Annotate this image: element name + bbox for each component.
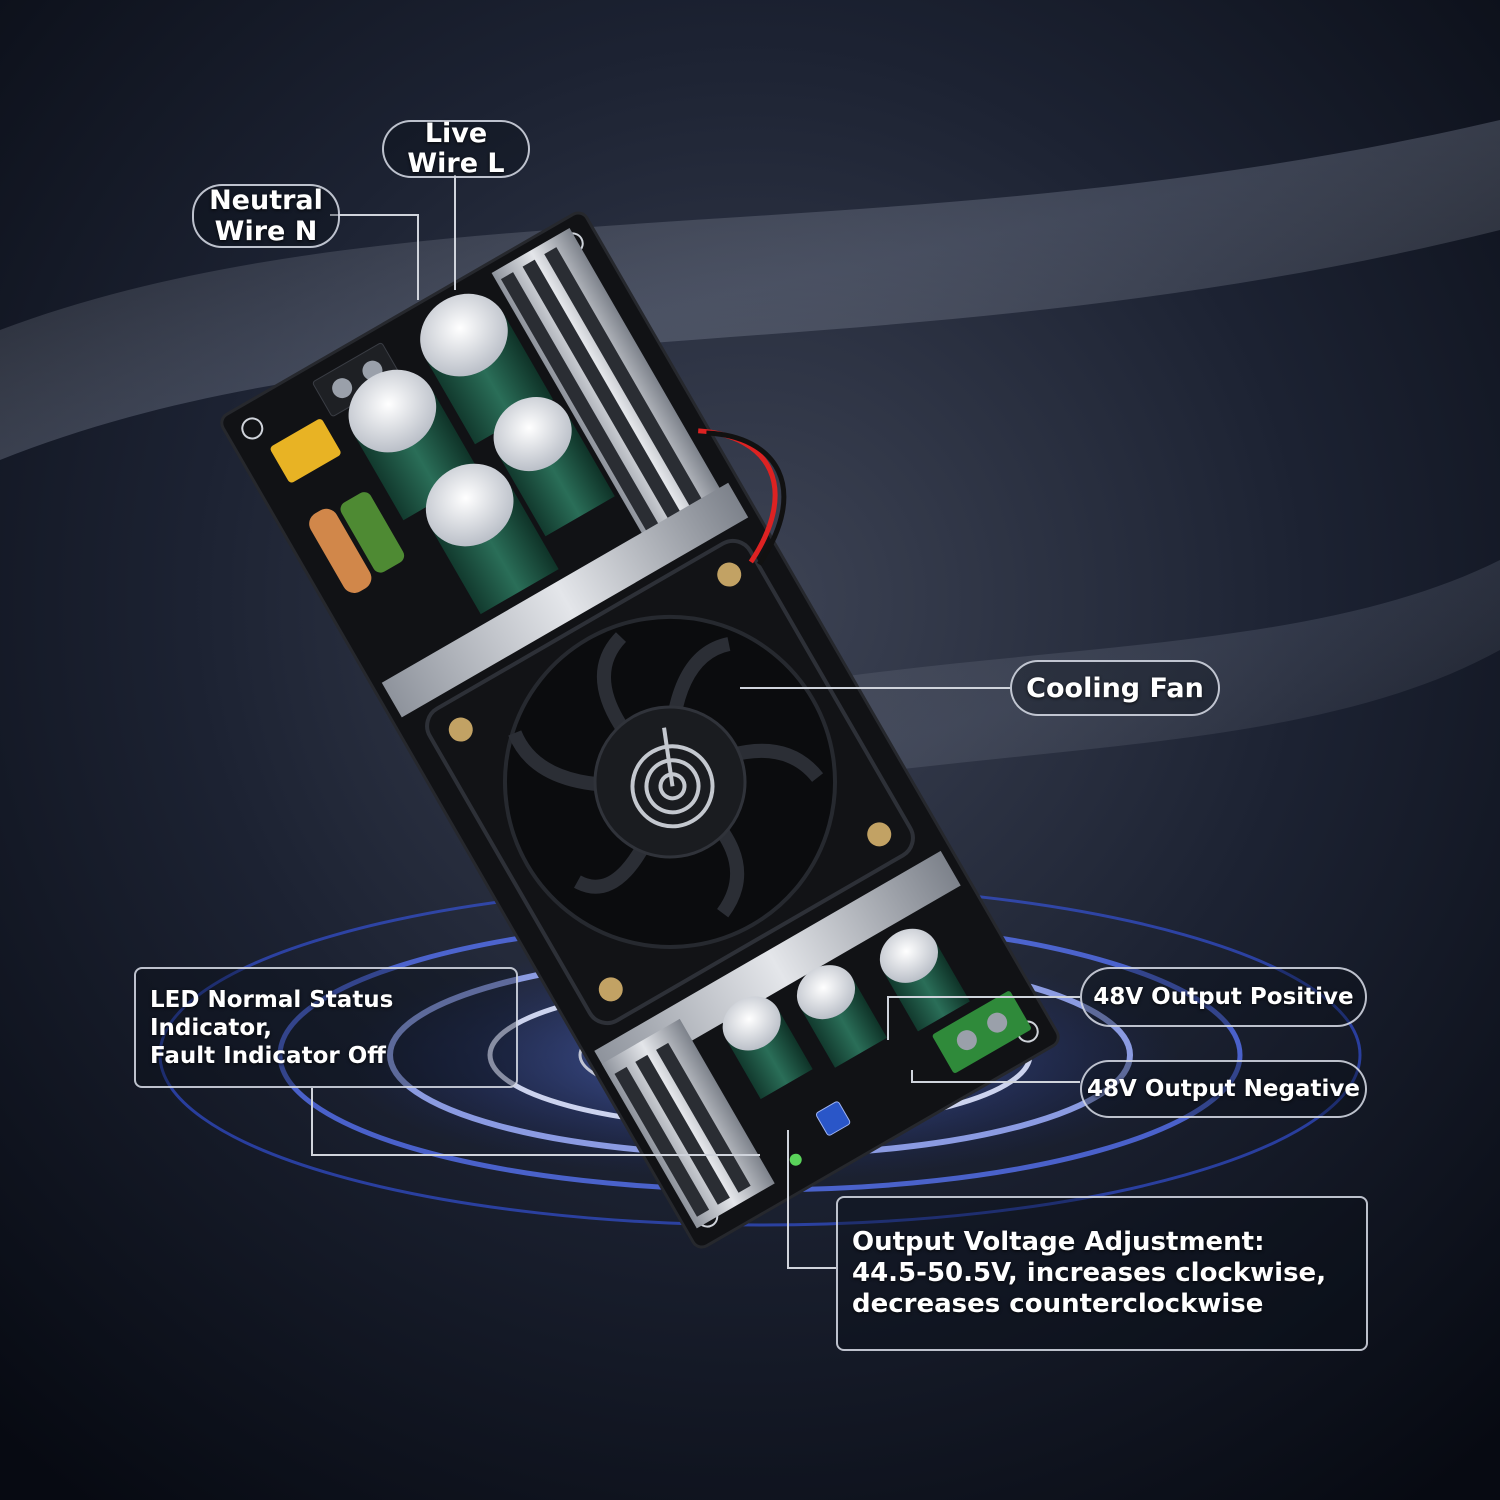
input-capacitors	[348, 293, 615, 615]
top-heatsink	[381, 227, 749, 718]
fuse	[309, 508, 372, 593]
neutral-wire-text: Neutral Wire N	[209, 185, 323, 247]
cooling-fan-text: Cooling Fan	[1026, 672, 1204, 704]
status-led	[789, 1153, 802, 1166]
led-indicator-label: LED Normal Status Indicator, Fault Indic…	[134, 967, 518, 1088]
voltage-adjustment-text: Output Voltage Adjustment: 44.5-50.5V, i…	[852, 1227, 1327, 1319]
callout-line-negative	[911, 1070, 1080, 1083]
terminal-screw-n	[332, 378, 353, 399]
callout-line-adjust	[787, 1130, 836, 1269]
cooling-fan-label: Cooling Fan	[1010, 660, 1220, 716]
output-negative-label: 48V Output Negative	[1080, 1060, 1367, 1118]
callout-line-positive	[887, 996, 1080, 1040]
output-capacitors	[722, 928, 970, 1100]
callout-line-neutral	[330, 214, 419, 300]
x2-capacitor	[270, 419, 341, 483]
neutral-wire-label: Neutral Wire N	[192, 184, 340, 248]
fan-wire-black	[706, 430, 787, 566]
power-supply-board	[220, 211, 1060, 1249]
voltage-adjustment-label: Output Voltage Adjustment: 44.5-50.5V, i…	[836, 1196, 1368, 1351]
callout-line-led	[311, 1088, 760, 1156]
output-screw-positive	[956, 1030, 977, 1051]
live-wire-text: Live Wire L	[407, 118, 505, 179]
light-sweep-lower	[700, 560, 1500, 800]
output-negative-text: 48V Output Negative	[1087, 1076, 1360, 1102]
cooling-fan	[425, 538, 915, 1026]
light-sweep	[0, 120, 1500, 460]
output-screw-negative	[987, 1012, 1008, 1033]
varistor	[340, 492, 405, 573]
output-positive-label: 48V Output Positive	[1080, 967, 1367, 1027]
output-terminal	[932, 991, 1031, 1073]
bottom-heatsink	[594, 850, 961, 1229]
output-positive-text: 48V Output Positive	[1093, 984, 1354, 1010]
voltage-potentiometer[interactable]	[815, 1101, 851, 1137]
callout-lines	[311, 175, 1080, 1269]
live-wire-label: Live Wire L	[382, 118, 530, 179]
led-indicator-text: LED Normal Status Indicator, Fault Indic…	[150, 986, 394, 1069]
